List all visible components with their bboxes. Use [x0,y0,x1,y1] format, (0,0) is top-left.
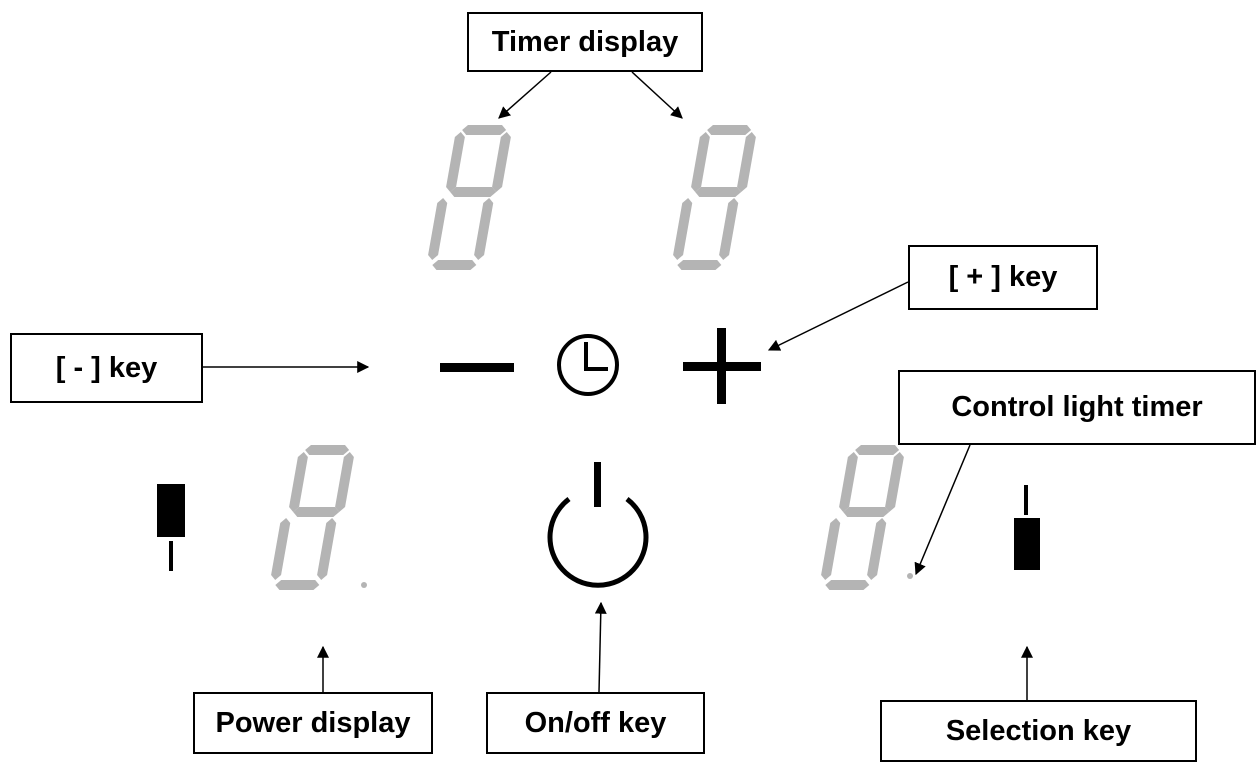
label-selection-key: Selection key [880,700,1197,762]
power-digit-dot [361,582,367,588]
control-light-dot [907,573,913,579]
power-icon[interactable] [547,462,649,588]
right-power-digit [818,445,906,590]
label-minus-key: [ - ] key [10,333,203,403]
label-power-display: Power display [193,692,433,754]
label-control-light-timer: Control light timer [898,370,1256,445]
clock-icon[interactable] [557,334,619,396]
timer-digit-right [670,125,758,270]
control-panel-diagram [157,71,1040,700]
plus-key[interactable] [683,328,761,404]
minus-key[interactable] [440,363,514,372]
selection-key-left[interactable] [157,484,185,571]
arrow-plus-key [767,281,909,351]
arrow-on-off-key [594,601,607,693]
arrow-timer-right [631,71,683,119]
timer-digit-left [425,125,513,270]
arrow-timer-left [498,71,552,119]
arrow-control-light [914,444,971,576]
selection-key-right[interactable] [1014,485,1040,570]
callout-arrows [203,71,1033,700]
label-on-off-key: On/off key [486,692,705,754]
label-timer-display: Timer display [467,12,703,72]
label-plus-key: [ + ] key [908,245,1098,310]
power-digit [268,445,356,590]
